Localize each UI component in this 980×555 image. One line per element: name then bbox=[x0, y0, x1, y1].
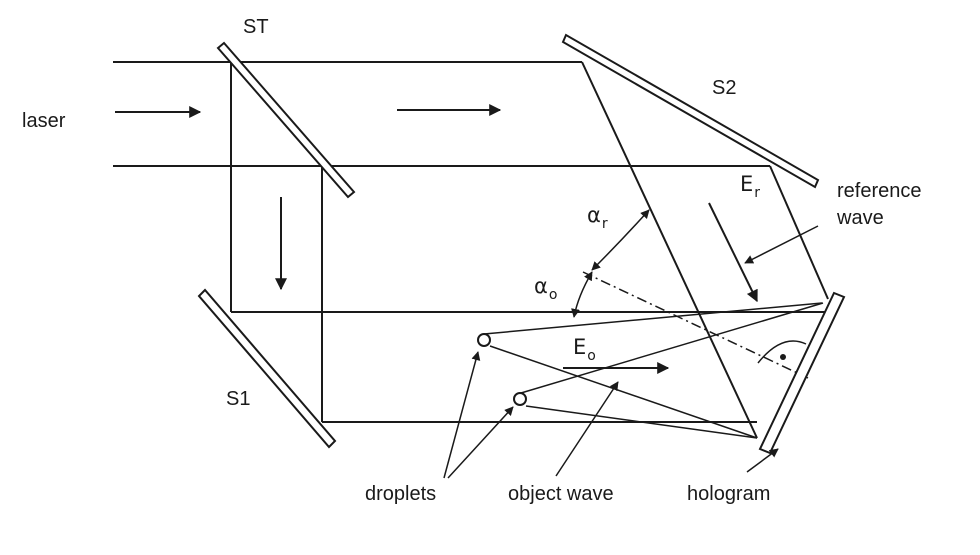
symbol-e-o: Eo bbox=[573, 335, 596, 364]
reference-wave-direction-arrow bbox=[708, 202, 758, 303]
mirror-s2 bbox=[561, 33, 820, 189]
right-angle-mark bbox=[757, 340, 807, 364]
label-mirror-s1: S1 bbox=[226, 388, 250, 410]
symbol-alpha-r: αr bbox=[587, 203, 608, 232]
hologram-normal bbox=[582, 271, 809, 379]
mirror-s1 bbox=[197, 288, 337, 449]
angle-arc-alpha-r bbox=[591, 209, 650, 271]
label-reference-line-1: reference bbox=[837, 180, 922, 202]
label-hologram: hologram bbox=[687, 483, 770, 505]
reference-beam bbox=[581, 61, 829, 439]
label-laser: laser bbox=[22, 110, 66, 132]
hologram-plate bbox=[758, 291, 846, 455]
angle-arc-alpha-o bbox=[571, 271, 593, 318]
right-angle-dot bbox=[780, 354, 786, 360]
label-mirror-s2: S2 bbox=[712, 77, 736, 99]
reference-wave-pointer bbox=[744, 225, 819, 264]
droplets-pointer-2 bbox=[447, 406, 514, 479]
split-beam-to-s1 bbox=[230, 62, 323, 422]
laser-beam bbox=[113, 61, 770, 167]
droplet-1 bbox=[477, 333, 491, 347]
droplets-pointer-1 bbox=[443, 351, 481, 479]
symbol-alpha-o: αo bbox=[534, 274, 557, 303]
object-wave-pointer bbox=[555, 381, 619, 477]
object-wave-rays bbox=[483, 302, 824, 439]
beam-splitter-st bbox=[216, 41, 356, 199]
label-reference-line-2: wave bbox=[836, 207, 884, 229]
droplet-2 bbox=[513, 392, 527, 406]
label-droplets: droplets bbox=[365, 483, 436, 505]
label-beam-splitter: ST bbox=[243, 16, 269, 38]
label-object-wave: object wave bbox=[508, 483, 614, 505]
hologram-pointer bbox=[746, 448, 779, 473]
symbol-e-r: Er bbox=[740, 172, 760, 201]
